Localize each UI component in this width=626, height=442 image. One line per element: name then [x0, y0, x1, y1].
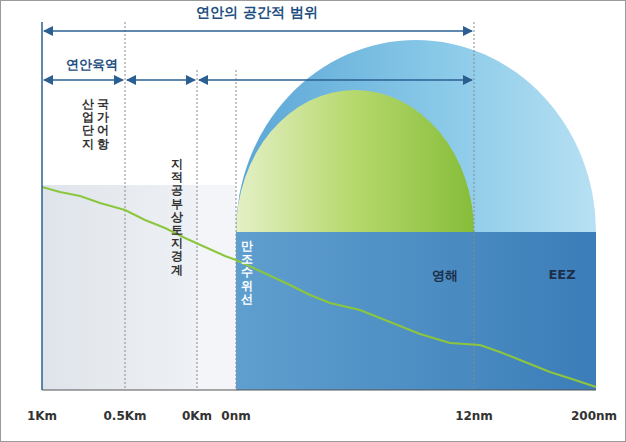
land-use-label: 산업단지 — [82, 98, 94, 151]
zone-label: EEZ — [548, 267, 575, 282]
land-edge — [197, 185, 236, 390]
axis-tick-label: 0Km — [182, 409, 212, 423]
range-label: 연안육역 — [66, 56, 118, 74]
axis-tick-label: 12nm — [455, 409, 493, 423]
eez-dome — [236, 40, 596, 232]
land-range-arrows — [44, 79, 472, 81]
axis-tick-label: 0.5Km — [103, 409, 146, 423]
axis-tick-label: 200nm — [571, 409, 617, 423]
sea-area — [236, 232, 596, 390]
range-title: 연안의 공간적 범위 — [196, 4, 318, 22]
territorial-sea-dome — [236, 90, 474, 232]
range-arrow — [44, 30, 472, 32]
land-use-label: 국가어항 — [97, 98, 109, 151]
zone-label: 영해 — [432, 267, 458, 285]
axis-tick-label: 0nm — [221, 409, 250, 423]
base-axis — [42, 390, 596, 391]
boundary-label: 지적공부상토지경계 — [171, 158, 183, 277]
coast-profile — [42, 187, 596, 387]
tide-line-label: 만조수위선 — [241, 240, 253, 306]
left-axis — [41, 22, 43, 390]
axis-tick-label: 1Km — [27, 409, 57, 423]
